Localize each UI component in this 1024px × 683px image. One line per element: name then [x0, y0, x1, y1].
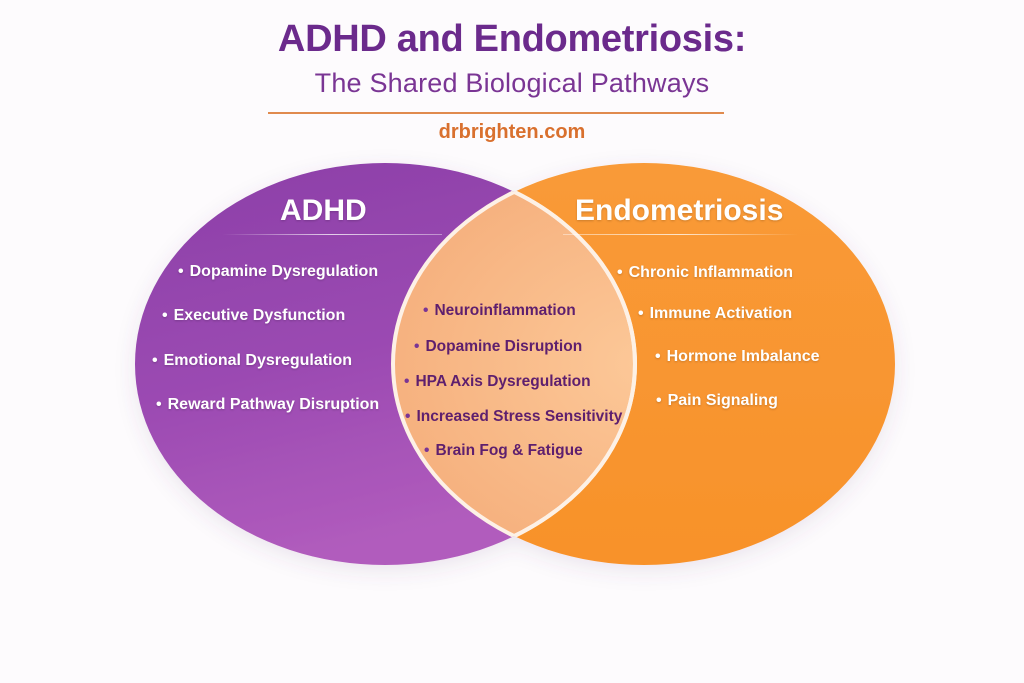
endometriosis-item: •Immune Activation [638, 305, 793, 322]
bullet-icon: • [162, 307, 168, 324]
source-url: drbrighten.com [438, 121, 586, 143]
overlap-item: •Brain Fog & Fatigue [424, 442, 583, 459]
endometriosis-item: •Hormone Imbalance [655, 348, 820, 365]
adhd-title: ADHD [280, 194, 367, 227]
adhd-title-divider [222, 234, 442, 235]
endometriosis-item: •Pain Signaling [656, 392, 778, 409]
bullet-icon: • [655, 348, 661, 365]
overlap-region [393, 163, 635, 565]
endometriosis-title: Endometriosis [575, 194, 784, 227]
adhd-item: •Dopamine Dysregulation [178, 263, 379, 280]
bullet-icon: • [404, 373, 410, 390]
adhd-item: •Emotional Dysregulation [152, 352, 353, 369]
bullet-icon: • [424, 442, 430, 459]
overlap-item: •Dopamine Disruption [414, 338, 583, 355]
bullet-icon: • [423, 302, 429, 319]
adhd-item: •Executive Dysfunction [162, 307, 346, 324]
page-subtitle: The Shared Biological Pathways [314, 68, 710, 98]
bullet-icon: • [617, 264, 623, 281]
bullet-icon: • [414, 338, 420, 355]
page-title: ADHD and Endometriosis: [277, 18, 747, 60]
adhd-item: •Reward Pathway Disruption [156, 396, 380, 413]
overlap-item: •HPA Axis Dysregulation [404, 373, 591, 390]
endometriosis-item: •Chronic Inflammation [617, 264, 794, 281]
bullet-icon: • [405, 408, 411, 425]
overlap-item: •Neuroinflammation [423, 302, 576, 319]
bullet-icon: • [178, 263, 184, 280]
bullet-icon: • [656, 392, 662, 409]
endometriosis-title-divider [563, 234, 798, 235]
overlap-item: •Increased Stress Sensitivity [405, 408, 623, 425]
bullet-icon: • [638, 305, 644, 322]
bullet-icon: • [156, 396, 162, 413]
title-divider [268, 112, 724, 114]
bullet-icon: • [152, 352, 158, 369]
